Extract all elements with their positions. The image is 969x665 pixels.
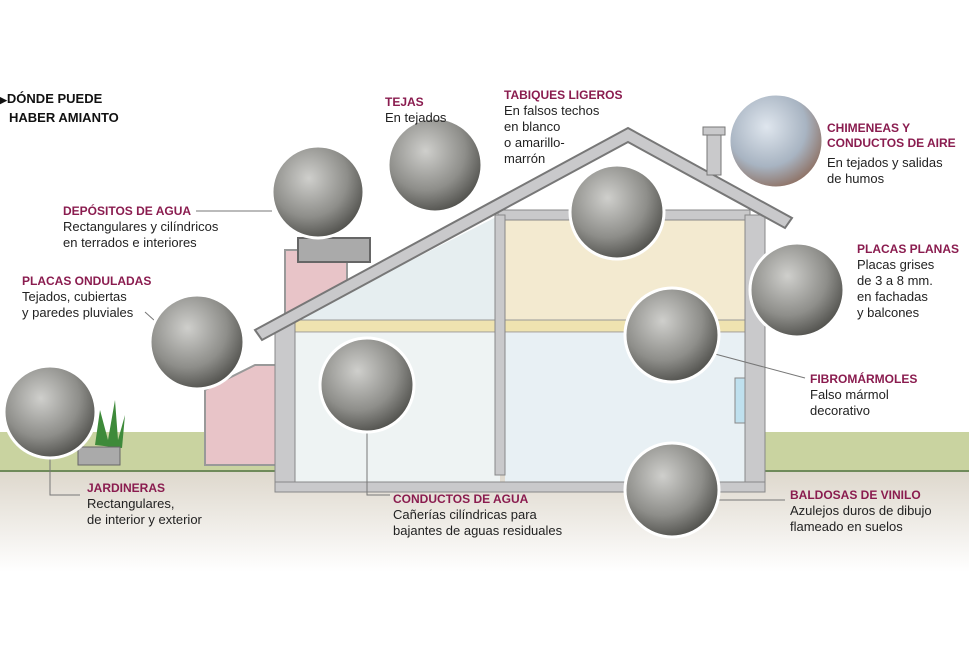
label-text: marrón bbox=[504, 151, 546, 166]
label-jardineras: JARDINERAS Rectangulares, de interior y … bbox=[87, 481, 202, 528]
label-placas-planas: PLACAS PLANAS Placas grises de 3 a 8 mm.… bbox=[857, 242, 959, 321]
leader-lines bbox=[49, 210, 806, 501]
label-depositos: DEPÓSITOS DE AGUA Rectangulares y cilínd… bbox=[63, 204, 218, 251]
label-text: Placas grises bbox=[857, 257, 935, 272]
label-title: DEPÓSITOS DE AGUA bbox=[63, 204, 192, 218]
photo-baldosas bbox=[623, 441, 721, 539]
label-text: Cañerías cilíndricas para bbox=[393, 507, 537, 522]
label-text: en blanco bbox=[504, 119, 561, 134]
left-wall bbox=[274, 319, 296, 493]
label-title: TABIQUES LIGEROS bbox=[504, 88, 623, 102]
label-title: TEJAS bbox=[385, 95, 424, 109]
label-title: CONDUCTOS DE AIRE bbox=[827, 136, 956, 150]
photo-placas-planas bbox=[748, 241, 846, 339]
title-line-1: DÓNDE PUEDE bbox=[6, 91, 103, 106]
label-text: de interior y exterior bbox=[87, 512, 202, 527]
roof bbox=[253, 126, 794, 342]
label-text: Falso mármol bbox=[810, 387, 889, 402]
label-title: JARDINERAS bbox=[87, 481, 166, 495]
infographic-title: ▶DÓNDE PUEDE HABER AMIANTO bbox=[0, 90, 119, 126]
label-text: Tejados, cubiertas bbox=[22, 289, 127, 304]
planter bbox=[77, 446, 121, 466]
label-text: En tejados y salidas bbox=[827, 155, 943, 170]
photo-tabiques bbox=[568, 163, 666, 261]
label-text: Rectangulares y cilíndricos bbox=[63, 219, 219, 234]
label-text: Azulejos duros de dibujo bbox=[790, 503, 932, 518]
roof-chimney bbox=[706, 132, 722, 176]
ground-floor-slab bbox=[274, 481, 766, 493]
title-line-2: HABER AMIANTO bbox=[9, 110, 119, 125]
label-text: en terrados e interiores bbox=[63, 235, 197, 250]
chimney-cap bbox=[702, 126, 726, 136]
label-text: de humos bbox=[827, 171, 885, 186]
label-title: PLACAS PLANAS bbox=[857, 242, 960, 256]
photo-fibromarmoles bbox=[623, 286, 721, 384]
label-text: y paredes pluviales bbox=[22, 305, 134, 320]
label-text: bajantes de aguas residuales bbox=[393, 523, 563, 538]
label-fibromarmoles: FIBROMÁRMOLES Falso mármol decorativo bbox=[810, 372, 917, 419]
plant bbox=[95, 400, 125, 448]
label-title: CHIMENEAS Y bbox=[827, 121, 911, 135]
partition-wall bbox=[494, 214, 506, 476]
label-text: de 3 a 8 mm. bbox=[857, 273, 933, 288]
photo-placas-onduladas bbox=[148, 293, 246, 391]
label-title: FIBROMÁRMOLES bbox=[810, 372, 918, 386]
label-title: CONDUCTOS DE AGUA bbox=[393, 492, 529, 506]
label-title: PLACAS ONDULADAS bbox=[22, 274, 152, 288]
photo-tejas bbox=[386, 116, 484, 214]
label-title: BALDOSAS DE VINILO bbox=[790, 488, 921, 502]
triangle-right-icon: ▶ bbox=[0, 95, 7, 105]
label-chimeneas: CHIMENEAS Y CONDUCTOS DE AIRE En tejados… bbox=[827, 121, 956, 187]
label-text: en fachadas bbox=[857, 289, 928, 304]
label-placas-onduladas: PLACAS ONDULADAS Tejados, cubiertas y pa… bbox=[22, 274, 151, 321]
photo-conductos-agua bbox=[318, 336, 416, 434]
photo-depositos bbox=[270, 144, 366, 240]
label-text: decorativo bbox=[810, 403, 870, 418]
label-text: y balcones bbox=[857, 305, 920, 320]
label-text: flameado en suelos bbox=[790, 519, 903, 534]
label-tejas: TEJAS En tejados bbox=[385, 95, 446, 126]
label-tabiques: TABIQUES LIGEROS En falsos techos en bla… bbox=[504, 88, 622, 167]
water-tank bbox=[297, 237, 371, 263]
window bbox=[734, 377, 746, 424]
photo-jardineras bbox=[2, 364, 98, 460]
label-baldosas: BALDOSAS DE VINILO Azulejos duros de dib… bbox=[790, 488, 932, 535]
label-text: En falsos techos bbox=[504, 103, 600, 118]
photo-chimeneas bbox=[727, 92, 825, 190]
label-text: o amarillo- bbox=[504, 135, 565, 150]
label-text: Rectangulares, bbox=[87, 496, 175, 511]
label-text: En tejados bbox=[385, 110, 447, 125]
label-conductos-agua: CONDUCTOS DE AGUA Cañerías cilíndricas p… bbox=[393, 492, 562, 539]
